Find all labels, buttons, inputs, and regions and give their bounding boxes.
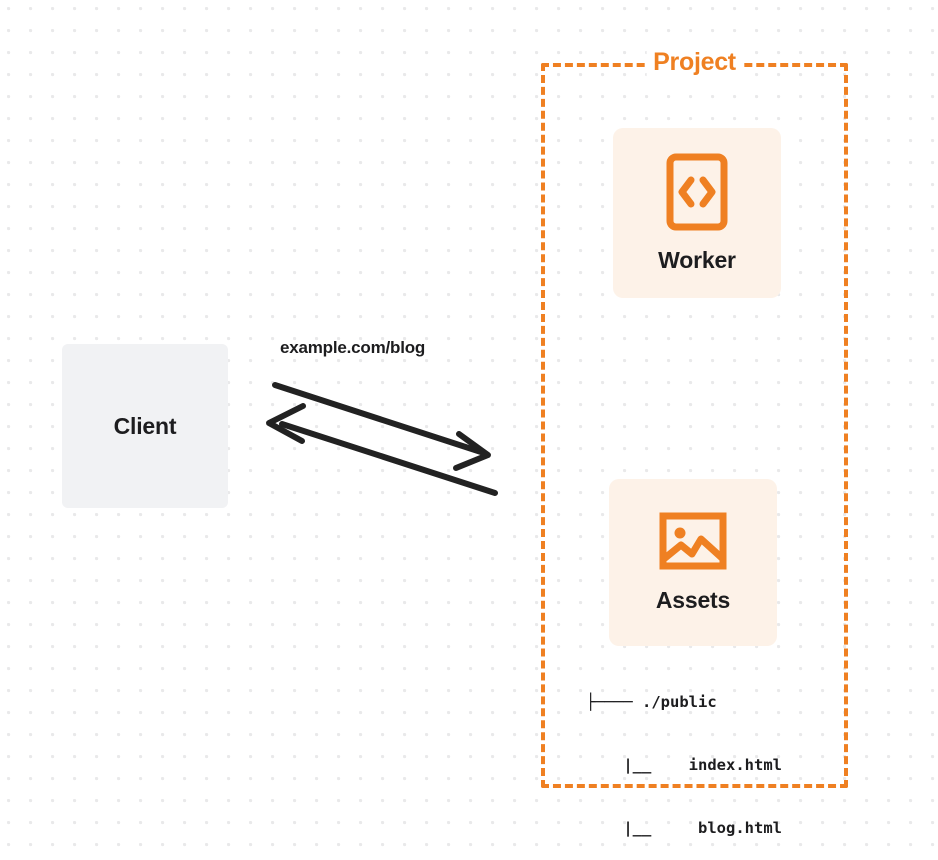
connection-label: example.com/blog: [280, 338, 426, 357]
file-tree-row: |__ index.html: [604, 756, 782, 774]
code-brackets-icon: [666, 153, 728, 231]
request-arrow: [272, 382, 491, 471]
asset-file-tree: ├──── ./public |__ index.html |__ blog.h…: [586, 650, 782, 860]
assets-node[interactable]: Assets: [609, 479, 777, 646]
project-container: Project: [541, 48, 848, 788]
file-tree-row: |__ blog.html: [604, 819, 782, 837]
file-tree-row: ├──── ./public: [586, 693, 717, 711]
worker-node[interactable]: Worker: [613, 128, 781, 298]
project-title: Project: [646, 48, 743, 77]
response-arrow: [266, 403, 498, 496]
image-icon: [659, 511, 727, 571]
client-node: Client: [62, 344, 228, 508]
client-label: Client: [113, 412, 177, 439]
worker-label: Worker: [658, 246, 736, 273]
assets-label: Assets: [655, 587, 731, 613]
